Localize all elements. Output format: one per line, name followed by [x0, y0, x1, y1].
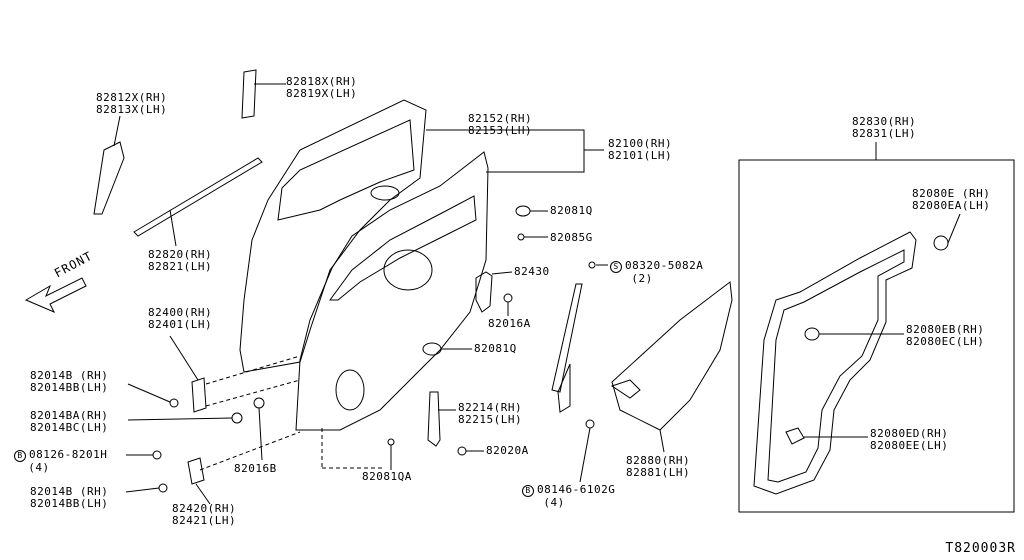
bolt-symbol-icon: B: [522, 485, 534, 497]
label-82014b-bot: 82014B (RH)82014BB(LH): [30, 485, 109, 510]
part-82080eb-clip: [804, 327, 820, 341]
label-82420: 82420(RH)82421(LH): [172, 502, 237, 527]
part-08320-screw: [588, 261, 596, 269]
part-82420-hinge: [187, 457, 205, 485]
label-82016a: 82016A: [488, 317, 531, 330]
part-82081qa-plug: [387, 438, 395, 446]
label-82081qa: 82081QA: [362, 470, 412, 483]
part-08146-bolt: [585, 419, 595, 429]
bolt-symbol-icon: B: [14, 450, 26, 462]
part-82820-molding: [133, 157, 263, 237]
part-82016a-bolt: [503, 293, 513, 303]
label-82152: 82152(RH)82153(LH): [468, 112, 533, 137]
label-82014ba: 82014BA(RH)82014BC(LH): [30, 409, 109, 434]
part-82100-door-inner: [295, 151, 489, 431]
part-82830-weatherstrip: [753, 231, 917, 495]
label-82080eb: 82080EB(RH)82080EC(LH): [906, 323, 985, 348]
part-82430-bracket: [475, 271, 493, 313]
part-82014ba-bolt: [231, 412, 243, 424]
label-82820: 82820(RH)82821(LH): [148, 248, 213, 273]
screw-symbol-icon: S: [610, 261, 622, 273]
front-arrow: [24, 277, 87, 313]
part-82214-sash: [427, 391, 441, 447]
label-82880: 82880(RH)82881(LH): [626, 454, 691, 479]
part-82085g-clip: [517, 233, 525, 241]
part-08126-bolt: [152, 450, 162, 460]
label-82080e: 82080E (RH)82080EA(LH): [912, 187, 991, 212]
part-82081q-plug: [515, 205, 531, 217]
part-82020a-bolt: [457, 446, 467, 456]
label-82080ed: 82080ED(RH)82080EE(LH): [870, 427, 949, 452]
label-82081q-top: 82081Q: [550, 204, 593, 217]
label-82014b-top: 82014B (RH)82014BB(LH): [30, 369, 109, 394]
label-82016b: 82016B: [234, 462, 277, 475]
label-82400: 82400(RH)82401(LH): [148, 306, 213, 331]
part-82080ed-clip: [785, 427, 805, 445]
diagram-code: T820003R: [945, 541, 1016, 556]
label-82812: 82812X(RH)82813X(LH): [96, 91, 168, 116]
label-82818: 82818X(RH)82819X(LH): [286, 75, 358, 100]
part-82014b-bolt-bot: [158, 483, 168, 493]
label-82430: 82430: [514, 265, 550, 278]
part-82081q-mid: [422, 342, 442, 356]
label-82214: 82214(RH)82215(LH): [458, 401, 523, 426]
part-82080e-clip: [933, 235, 949, 251]
part-82016b-bolt: [253, 397, 265, 409]
part-82400-hinge: [191, 377, 207, 413]
part-82014b-bolt-top: [169, 398, 179, 408]
label-82081q-mid: 82081Q: [474, 342, 517, 355]
label-82085g: 82085G: [550, 231, 593, 244]
label-82830: 82830(RH)82831(LH): [852, 115, 917, 140]
part-82812-trim: [93, 141, 125, 215]
label-82020a: 82020A: [486, 444, 529, 457]
part-82880-screen: [611, 281, 733, 431]
part-82818-strip: [241, 69, 257, 119]
label-82100: 82100(RH)82101(LH): [608, 137, 673, 162]
